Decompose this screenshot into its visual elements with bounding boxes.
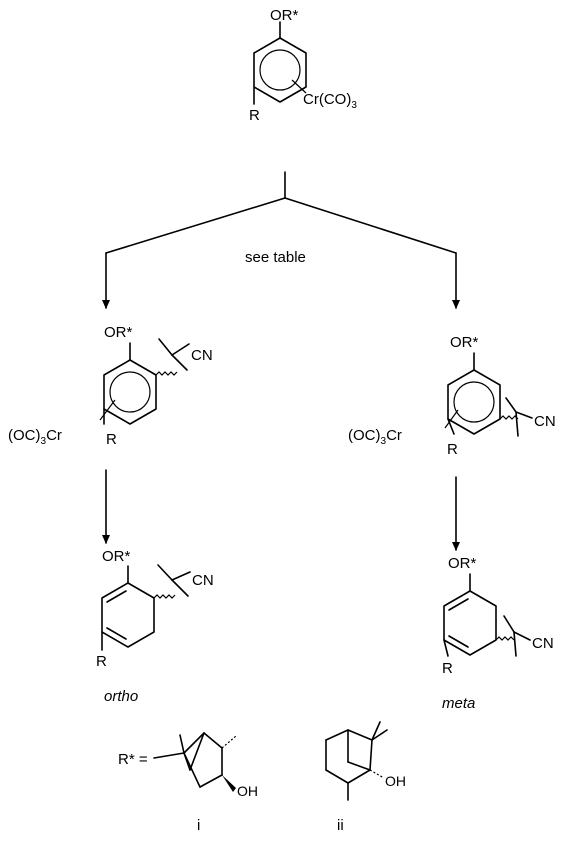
svg-text:(OC)3Cr: (OC)3Cr xyxy=(348,427,402,447)
meta-caption: meta xyxy=(442,695,475,712)
svg-text:Cr(CO)3: Cr(CO)3 xyxy=(303,91,357,111)
ortho-cn-label: CN xyxy=(192,572,214,589)
left-cr-sub: 3 xyxy=(41,436,47,447)
left-r-label: R xyxy=(106,431,117,448)
ortho-or-label: OR* xyxy=(102,548,131,565)
meta-product: OR* CN R meta xyxy=(442,555,554,712)
auxiliary-i: R* = OH i xyxy=(118,732,258,834)
ortho-caption: ortho xyxy=(104,688,138,705)
left-cn-label: CN xyxy=(191,347,213,364)
oh-i-label: OH xyxy=(237,783,258,799)
oh-ii-label: OH xyxy=(385,773,406,789)
left-or-label: OR* xyxy=(104,324,133,341)
svg-text:(OC)3Cr: (OC)3Cr xyxy=(8,427,62,447)
branch-arrows: see table xyxy=(102,171,460,309)
meta-cn-label: CN xyxy=(532,635,554,652)
ortho-r-label: R xyxy=(96,653,107,670)
rstar-label: R* = xyxy=(118,751,148,768)
right-cr-pre: (OC) xyxy=(348,427,381,444)
right-cr-post: Cr xyxy=(386,427,402,444)
top-arene-complex: OR* R Cr(CO)3 xyxy=(249,7,357,124)
top-r-label: R xyxy=(249,107,260,124)
meta-r-label: R xyxy=(442,660,453,677)
aux-i-label: i xyxy=(197,817,200,834)
right-r-label: R xyxy=(447,441,458,458)
left-ortho-complex: OR* CN (OC)3Cr R xyxy=(8,324,213,448)
right-cr-sub: 3 xyxy=(381,436,387,447)
left-cr-pre: (OC) xyxy=(8,427,41,444)
right-or-label: OR* xyxy=(450,334,479,351)
aux-ii-label: ii xyxy=(337,817,344,834)
right-meta-complex: OR* CN (OC)3Cr R xyxy=(348,334,556,458)
top-cr-sub: 3 xyxy=(351,100,357,111)
condition-label: see table xyxy=(245,249,306,266)
left-cr-post: Cr xyxy=(46,427,62,444)
meta-or-label: OR* xyxy=(448,555,477,572)
auxiliary-ii: OH ii xyxy=(325,721,406,834)
ortho-product: OR* CN R ortho xyxy=(96,548,214,705)
top-cr-label: Cr(CO) xyxy=(303,91,351,108)
top-or-label: OR* xyxy=(270,7,299,24)
right-cn-label: CN xyxy=(534,413,556,430)
